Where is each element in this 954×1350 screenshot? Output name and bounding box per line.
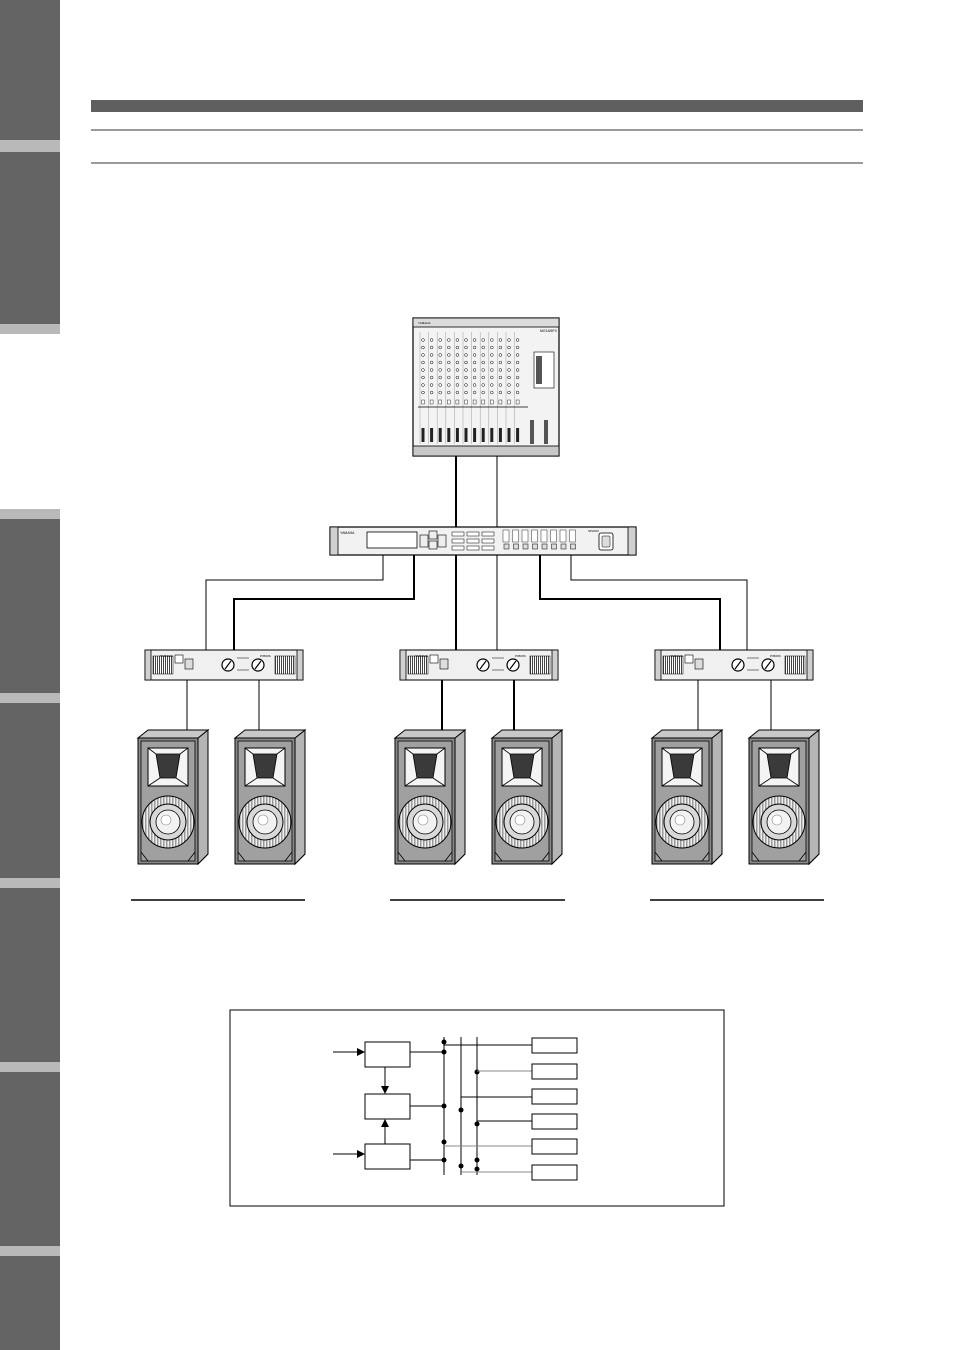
header-rule-bottom [91, 162, 863, 164]
output-box [531, 1063, 578, 1080]
side-tab-separator [0, 693, 60, 703]
mixer-brand: YAMAHA [418, 321, 430, 325]
side-tab-5[interactable] [0, 888, 60, 1062]
output-box [531, 1138, 578, 1155]
side-tab-separator [0, 1246, 60, 1256]
amplifier-1: YAMAHA P3500S [144, 649, 304, 681]
processing-block [364, 1143, 411, 1170]
speaker-pair-1 [131, 729, 306, 901]
amplifier-model-label: P3500S [770, 654, 781, 658]
mixer-channel-strips [418, 332, 528, 444]
amplifier-brand: YAMAHA [415, 654, 427, 658]
side-tab-separator [0, 1062, 60, 1072]
header-rule-top [91, 129, 863, 131]
output-box [531, 1037, 578, 1054]
side-tab-separator [0, 509, 60, 519]
side-tab-separator [0, 140, 60, 152]
side-tab-1[interactable] [0, 0, 60, 140]
amplifier-brand: YAMAHA [160, 654, 172, 658]
amplifier-3: YAMAHA P3500S [654, 649, 814, 681]
side-tab-2[interactable] [0, 152, 60, 324]
mixer-model-label: MG16/6FX [540, 329, 558, 333]
output-box [531, 1164, 578, 1181]
mixer: MG16/6FX YAMAHA [412, 317, 560, 457]
amplifier-brand: YAMAHA [670, 654, 682, 658]
amplifier-2: YAMAHA P3500S [399, 649, 559, 681]
output-box [531, 1088, 578, 1105]
side-tab-3[interactable] [0, 519, 60, 693]
output-box [531, 1113, 578, 1130]
speaker-pair-3 [650, 729, 824, 901]
side-tab-6[interactable] [0, 1072, 60, 1246]
cables [186, 456, 772, 737]
side-tab-7[interactable] [0, 1256, 60, 1350]
speaker-pair-2 [390, 729, 565, 901]
side-tab-separator [0, 878, 60, 888]
speaker-processor: YAMAHA SP2060 [329, 526, 637, 556]
side-tab-separator [0, 324, 60, 334]
processing-block [364, 1093, 411, 1120]
processor-model-label: SP2060 [588, 529, 599, 533]
processing-block [364, 1041, 411, 1068]
header-bar [91, 100, 863, 112]
side-tab-4[interactable] [0, 703, 60, 878]
amplifier-model-label: P3500S [260, 654, 271, 658]
output-boxes [531, 1037, 578, 1181]
processor-brand: YAMAHA [340, 531, 355, 535]
amplifier-model-label: P3500S [515, 654, 526, 658]
block-diagram [229, 1009, 725, 1207]
